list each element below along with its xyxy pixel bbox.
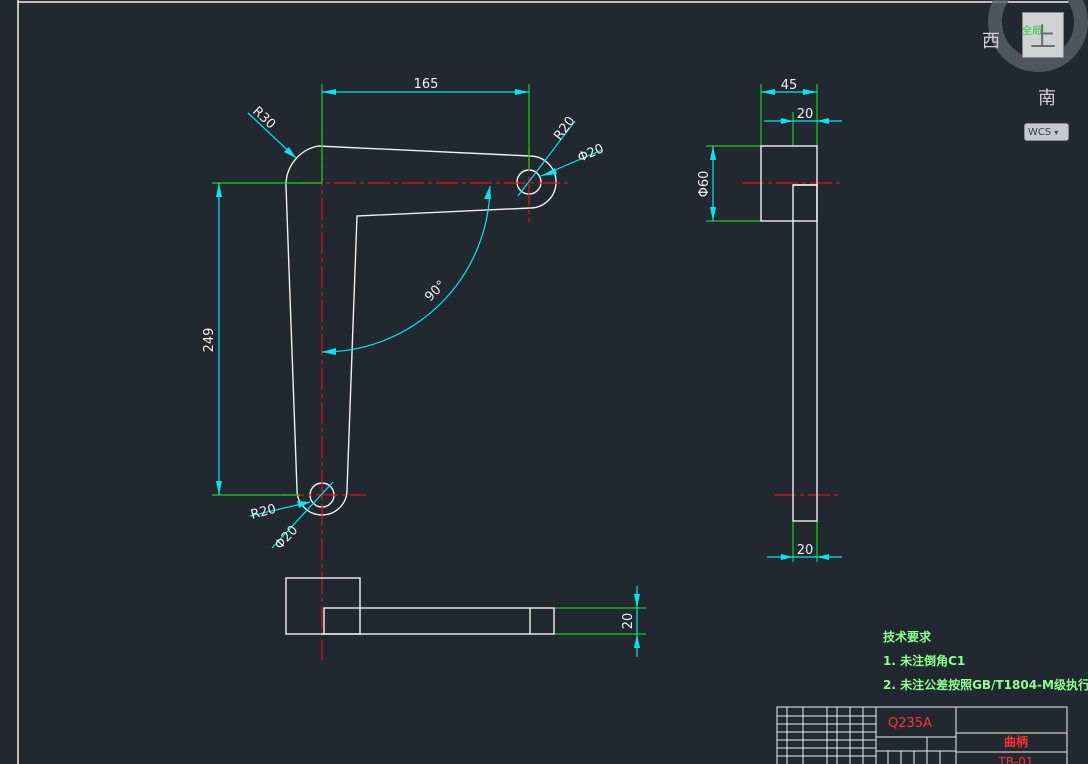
dim-r-right-end: R20: [551, 114, 578, 143]
drawing-frame: [17, 0, 1069, 764]
dim-bottom-thickness: 20: [621, 613, 636, 630]
viewcube-badge: 全局: [1022, 26, 1042, 37]
title-drawing-no: TB-01: [997, 755, 1033, 764]
dim-top-width: 165: [414, 77, 439, 92]
chevron-down-icon: ▾: [1054, 127, 1059, 137]
viewcube[interactable]: 上 全局 西 南: [982, 0, 1088, 109]
technical-notes: 技术要求 1. 未注倒角C1 2. 未注公差按照GB/T1804-M级执行: [883, 629, 1088, 692]
dim-d-bottom-hole: Φ20: [272, 523, 301, 553]
dim-side-width: 45: [781, 78, 798, 93]
viewcube-west-label[interactable]: 西: [982, 31, 1000, 52]
notes-title: 技术要求: [883, 629, 932, 644]
dim-side-thickness-top: 20: [797, 107, 814, 122]
title-material: Q235A: [888, 716, 932, 731]
dim-r-outer-corner: R30: [249, 104, 278, 132]
dim-r-bottom-end: R20: [249, 502, 278, 523]
viewcube-face-label: 上: [1029, 22, 1056, 53]
viewcube-south-label[interactable]: 南: [1038, 88, 1056, 109]
title-block: Q235A 曲柄 TB-01: [776, 706, 1068, 764]
bottom-view-outline: [285, 577, 555, 635]
wcs-label: WCS: [1028, 126, 1052, 138]
dim-angle: 90°: [422, 278, 449, 305]
dim-d-right-hole: Φ20: [576, 141, 607, 165]
dim-side-diameter: Φ60: [697, 171, 712, 198]
front-view-outline: [285, 145, 557, 516]
dimension-lines: [218, 91, 842, 657]
viewcube-face-top[interactable]: 上: [1022, 12, 1064, 58]
notes-line-2: 2. 未注公差按照GB/T1804-M级执行: [883, 677, 1088, 692]
title-part-name: 曲柄: [1004, 734, 1028, 749]
dim-height: 249: [202, 328, 217, 353]
side-view-outline: [760, 145, 818, 522]
dimension-arrows: [216, 89, 829, 648]
dim-side-thickness-bottom: 20: [797, 543, 814, 558]
dimension-texts: 165 249 R30 R20 Φ20 90° R20 Φ20 45 20 Φ6…: [202, 77, 813, 629]
centerlines: [282, 130, 840, 660]
wcs-menu-button[interactable]: WCS ▾: [1024, 123, 1069, 141]
notes-line-1: 1. 未注倒角C1: [883, 653, 965, 668]
extension-lines: [212, 84, 818, 635]
